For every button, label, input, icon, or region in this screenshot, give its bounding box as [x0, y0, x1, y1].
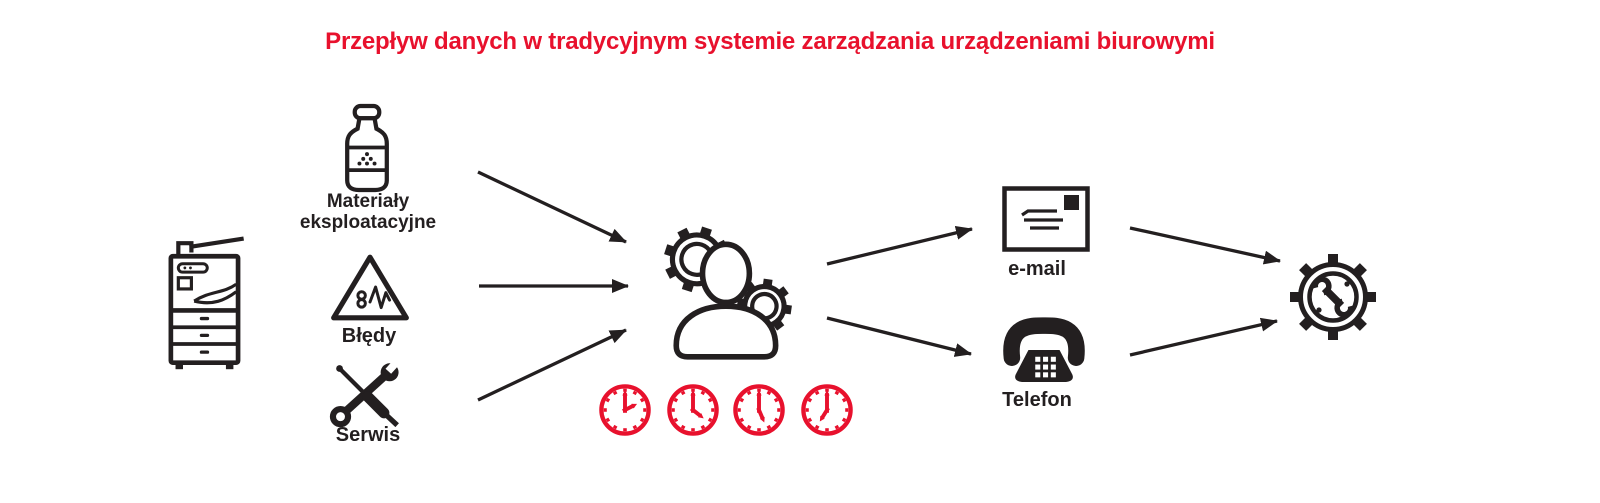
toner-bottle-icon [345, 103, 389, 193]
clock-icon [599, 384, 651, 436]
supplies-label-line2: eksploatacyjne [299, 212, 437, 233]
clock-icon [801, 384, 853, 436]
supplies-label-line1: Materiały [326, 191, 410, 212]
arrow-operator-email [826, 225, 973, 266]
envelope-icon [1002, 186, 1090, 252]
printer-icon [168, 236, 244, 370]
person-gears-icon [664, 226, 792, 360]
arrow-service-operator [477, 328, 627, 402]
service-label: Serwis [335, 424, 401, 446]
arrow-email-result [1129, 226, 1281, 265]
clock-icon [667, 384, 719, 436]
telephone-icon [1003, 317, 1085, 383]
gear-wrench-icon [1290, 254, 1376, 340]
arrow-phone-result [1129, 317, 1278, 357]
arrow-operator-phone [826, 316, 972, 357]
diagram-title: Przepływ danych w tradycyjnym systemie z… [325, 28, 1215, 55]
errors-label: Błędy [341, 325, 397, 347]
service-tools-icon [329, 360, 401, 428]
warning-triangle-icon [331, 254, 409, 321]
clock-icon [733, 384, 785, 436]
phone-label: Telefon [1002, 389, 1072, 411]
supplies-label: Materiały eksploatacyjne [278, 191, 458, 233]
email-label: e-mail [1008, 258, 1066, 280]
arrow-supplies-operator [477, 170, 627, 244]
